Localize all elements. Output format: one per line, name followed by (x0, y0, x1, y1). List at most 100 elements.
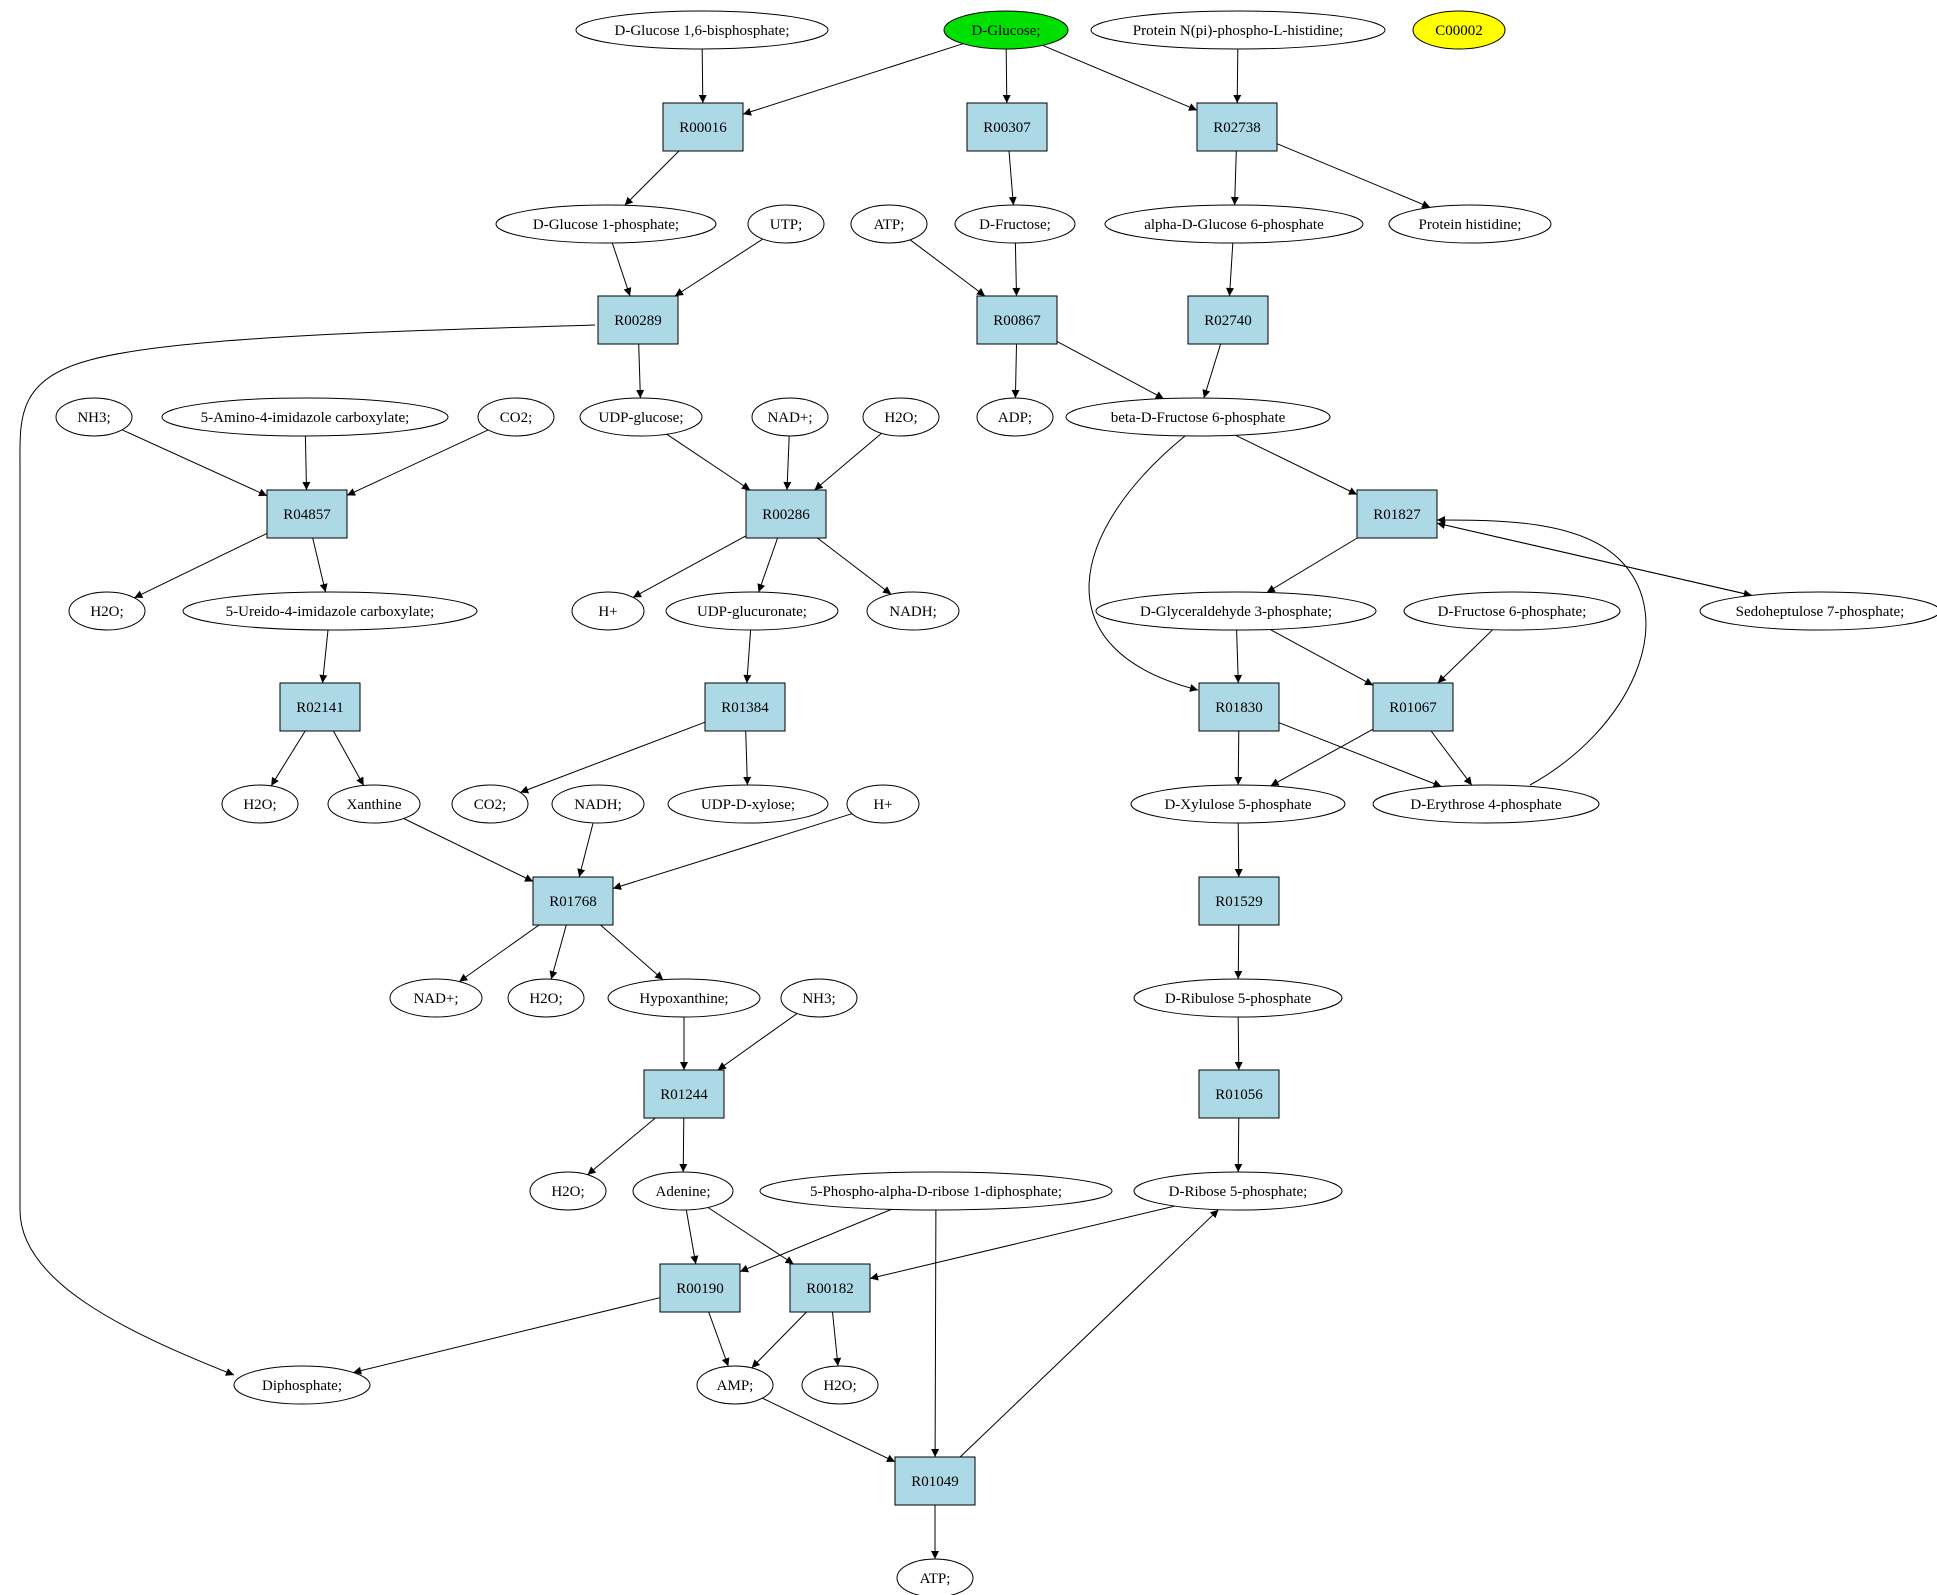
compound-ellipse (1372, 784, 1600, 824)
compound-node-co2-a[interactable]: CO2; (477, 397, 555, 437)
reaction-node-r00286[interactable]: R00286 (745, 489, 827, 539)
reaction-node-r04857[interactable]: R04857 (266, 489, 348, 539)
edge-r01049-to-ribose5p (959, 1209, 1219, 1458)
compound-node-atp-top[interactable]: ATP; (850, 204, 928, 244)
node-label: R02738 (1213, 120, 1261, 136)
compound-node-c00002[interactable]: C00002 (1412, 10, 1506, 50)
compound-ellipse (862, 397, 940, 437)
reaction-node-r01768[interactable]: R01768 (532, 876, 614, 926)
compound-node-adp[interactable]: ADP; (976, 397, 1054, 437)
compound-node-d-glucose[interactable]: D-Glucose; (943, 10, 1069, 50)
compound-node-sedo7p[interactable]: Sedoheptulose 7-phosphate; (1699, 591, 1937, 631)
node-label: D-Fructose 6-phosphate; (1438, 604, 1587, 620)
compound-node-amp[interactable]: AMP; (696, 1365, 774, 1405)
compound-node-erythrose4p[interactable]: D-Erythrose 4-phosphate (1372, 784, 1600, 824)
compound-node-d-fructose[interactable]: D-Fructose; (954, 204, 1076, 244)
reaction-node-r02740[interactable]: R02740 (1187, 295, 1269, 345)
edge-utp-to-r00289 (674, 238, 764, 297)
compound-node-d-glucose-1p[interactable]: D-Glucose 1-phosphate; (495, 204, 717, 244)
compound-node-nadp-a[interactable]: NAD+; (751, 397, 829, 437)
compound-node-nh3-a[interactable]: NH3; (55, 397, 133, 437)
compound-ellipse (575, 10, 829, 50)
edge-protein-npi-to-r02738 (1233, 48, 1242, 104)
compound-ellipse (665, 591, 839, 631)
compound-node-co2-b[interactable]: CO2; (451, 784, 529, 824)
compound-node-h2o-d[interactable]: H2O; (507, 978, 585, 1018)
node-label: CO2; (500, 410, 533, 426)
compound-node-h2o-c[interactable]: H2O; (221, 784, 299, 824)
compound-node-hplus-b[interactable]: H+ (846, 784, 920, 824)
compound-node-udp-glucuronate[interactable]: UDP-glucuronate; (665, 591, 839, 631)
reaction-node-r00867[interactable]: R00867 (976, 295, 1058, 345)
reaction-box (597, 295, 679, 345)
compound-ellipse (1130, 784, 1346, 824)
compound-node-xylulose5p[interactable]: D-Xylulose 5-phosphate (1130, 784, 1346, 824)
compound-node-hypoxanthine[interactable]: Hypoxanthine; (607, 978, 761, 1018)
reaction-node-r01830[interactable]: R01830 (1198, 682, 1280, 732)
compound-node-nadp-b[interactable]: NAD+; (389, 978, 483, 1018)
node-label: R00289 (614, 313, 662, 329)
edge-nh3-b-to-r01244 (717, 1013, 798, 1071)
compound-node-nadh-a[interactable]: NADH; (866, 591, 960, 631)
compound-node-udp-glucose[interactable]: UDP-glucose; (579, 397, 703, 437)
compound-node-ribose5p[interactable]: D-Ribose 5-phosphate; (1133, 1171, 1343, 1211)
compound-node-amino-imid[interactable]: 5-Amino-4-imidazole carboxylate; (161, 397, 449, 437)
compound-node-h2o-e[interactable]: H2O; (529, 1171, 607, 1211)
node-label: Protein N(pi)-phospho-L-histidine; (1133, 23, 1343, 39)
compound-node-d-glucose-16bp[interactable]: D-Glucose 1,6-bisphosphate; (575, 10, 829, 50)
reaction-node-r00182[interactable]: R00182 (789, 1263, 871, 1313)
reaction-node-r00289[interactable]: R00289 (597, 295, 679, 345)
compound-node-xanthine[interactable]: Xanthine (327, 784, 421, 824)
compound-node-h2o-f[interactable]: H2O; (801, 1365, 879, 1405)
reaction-node-r01049[interactable]: R01049 (894, 1456, 976, 1506)
edge-r01768-to-nadp-b (458, 924, 540, 983)
reaction-box (662, 102, 744, 152)
compound-node-atp-bottom[interactable]: ATP; (896, 1558, 974, 1595)
reaction-node-r01384[interactable]: R01384 (704, 682, 786, 732)
compound-ellipse (667, 784, 829, 824)
reaction-node-r01056[interactable]: R01056 (1198, 1069, 1280, 1119)
reaction-box (966, 102, 1048, 152)
compound-node-diphosphate[interactable]: Diphosphate; (233, 1365, 371, 1405)
reaction-node-r00307[interactable]: R00307 (966, 102, 1048, 152)
compound-ellipse (571, 591, 645, 631)
compound-node-h2o-a[interactable]: H2O; (862, 397, 940, 437)
reaction-node-r01244[interactable]: R01244 (643, 1069, 725, 1119)
node-label: H2O; (243, 797, 276, 813)
compound-ellipse (68, 591, 146, 631)
node-label: alpha-D-Glucose 6-phosphate (1144, 217, 1324, 233)
compound-node-protein-his[interactable]: Protein histidine; (1388, 204, 1552, 244)
compound-node-hplus-a[interactable]: H+ (571, 591, 645, 631)
reaction-node-r01067[interactable]: R01067 (1372, 682, 1454, 732)
reaction-node-r02738[interactable]: R02738 (1196, 102, 1278, 152)
compound-node-g3p[interactable]: D-Glyceraldehyde 3-phosphate; (1095, 591, 1377, 631)
compound-node-adenine[interactable]: Adenine; (632, 1171, 734, 1211)
compound-node-protein-npi[interactable]: Protein N(pi)-phospho-L-histidine; (1090, 10, 1386, 50)
edge-d-f6p-to-r01067 (1437, 629, 1494, 684)
node-label: D-Glucose 1,6-bisphosphate; (615, 23, 790, 39)
compound-node-beta-f6p[interactable]: beta-D-Fructose 6-phosphate (1065, 397, 1331, 437)
node-label: NH3; (77, 410, 110, 426)
compound-ellipse (1090, 10, 1386, 50)
compound-node-udp-xylose[interactable]: UDP-D-xylose; (667, 784, 829, 824)
edge-d-glucose-16bp-to-r00016 (698, 48, 707, 104)
reaction-node-r01529[interactable]: R01529 (1198, 876, 1280, 926)
compound-node-h2o-b[interactable]: H2O; (68, 591, 146, 631)
compound-node-prpp[interactable]: 5-Phospho-alpha-D-ribose 1-diphosphate; (759, 1171, 1113, 1211)
compound-node-utp[interactable]: UTP; (747, 204, 825, 244)
compound-node-alpha-g6p[interactable]: alpha-D-Glucose 6-phosphate (1104, 204, 1364, 244)
reaction-box (1187, 295, 1269, 345)
reaction-node-r00190[interactable]: R00190 (659, 1263, 741, 1313)
edge-d-glucose-to-r00016 (742, 43, 964, 116)
node-label: D-Erythrose 4-phosphate (1410, 797, 1562, 813)
compound-node-nh3-b[interactable]: NH3; (780, 978, 858, 1018)
compound-node-ureido-imid[interactable]: 5-Ureido-4-imidazole carboxylate; (182, 591, 478, 631)
compound-node-d-f6p[interactable]: D-Fructose 6-phosphate; (1403, 591, 1621, 631)
compound-node-ribulose5p[interactable]: D-Ribulose 5-phosphate (1133, 978, 1343, 1018)
reaction-node-r01827[interactable]: R01827 (1356, 489, 1438, 539)
reaction-node-r02141[interactable]: R02141 (279, 682, 361, 732)
node-label: R00016 (679, 120, 727, 136)
reaction-node-r00016[interactable]: R00016 (662, 102, 744, 152)
compound-node-nadh-b[interactable]: NADH; (551, 784, 645, 824)
